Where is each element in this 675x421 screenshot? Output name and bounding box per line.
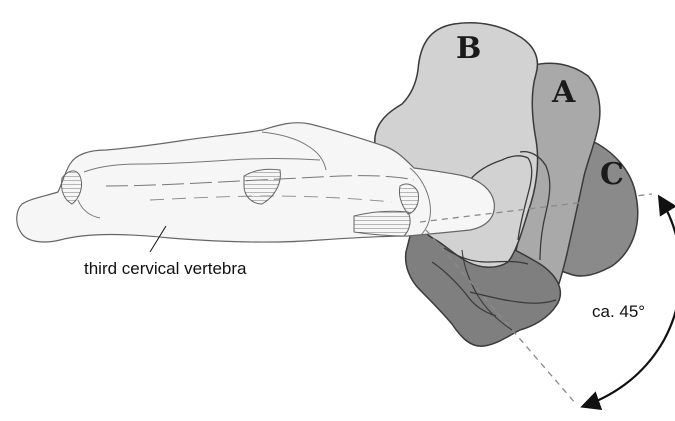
angle-label: ca. 45° [592, 302, 645, 321]
hatched-area [354, 211, 410, 236]
region-b-label: B [456, 31, 481, 66]
vertebra-label: third cervical vertebra [84, 259, 247, 278]
region-c-label: C [600, 157, 624, 192]
region-a-label: A [551, 75, 576, 110]
